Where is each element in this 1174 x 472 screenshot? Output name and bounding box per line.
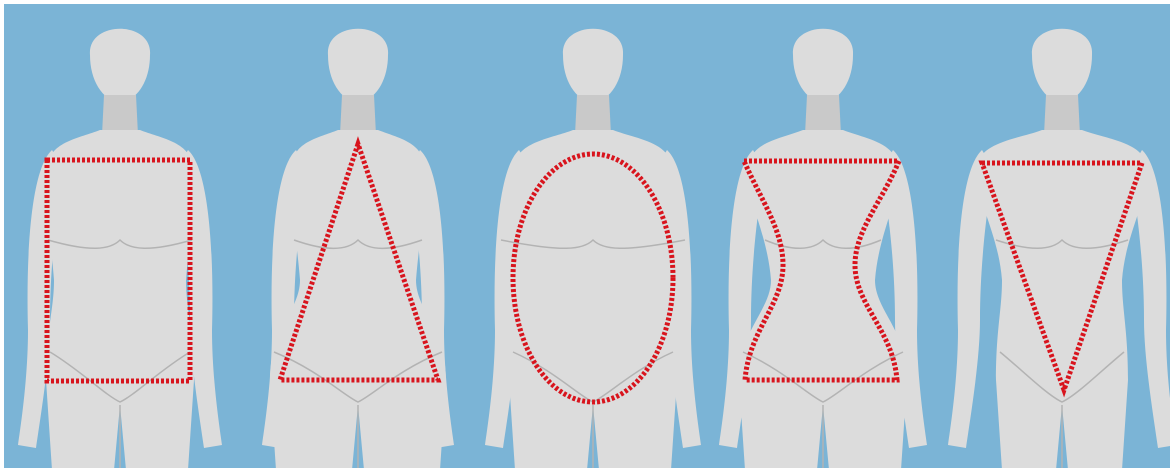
neck: [102, 95, 138, 135]
neck: [1044, 95, 1080, 135]
neck: [340, 95, 376, 135]
neck: [575, 95, 611, 135]
neck: [805, 95, 841, 135]
